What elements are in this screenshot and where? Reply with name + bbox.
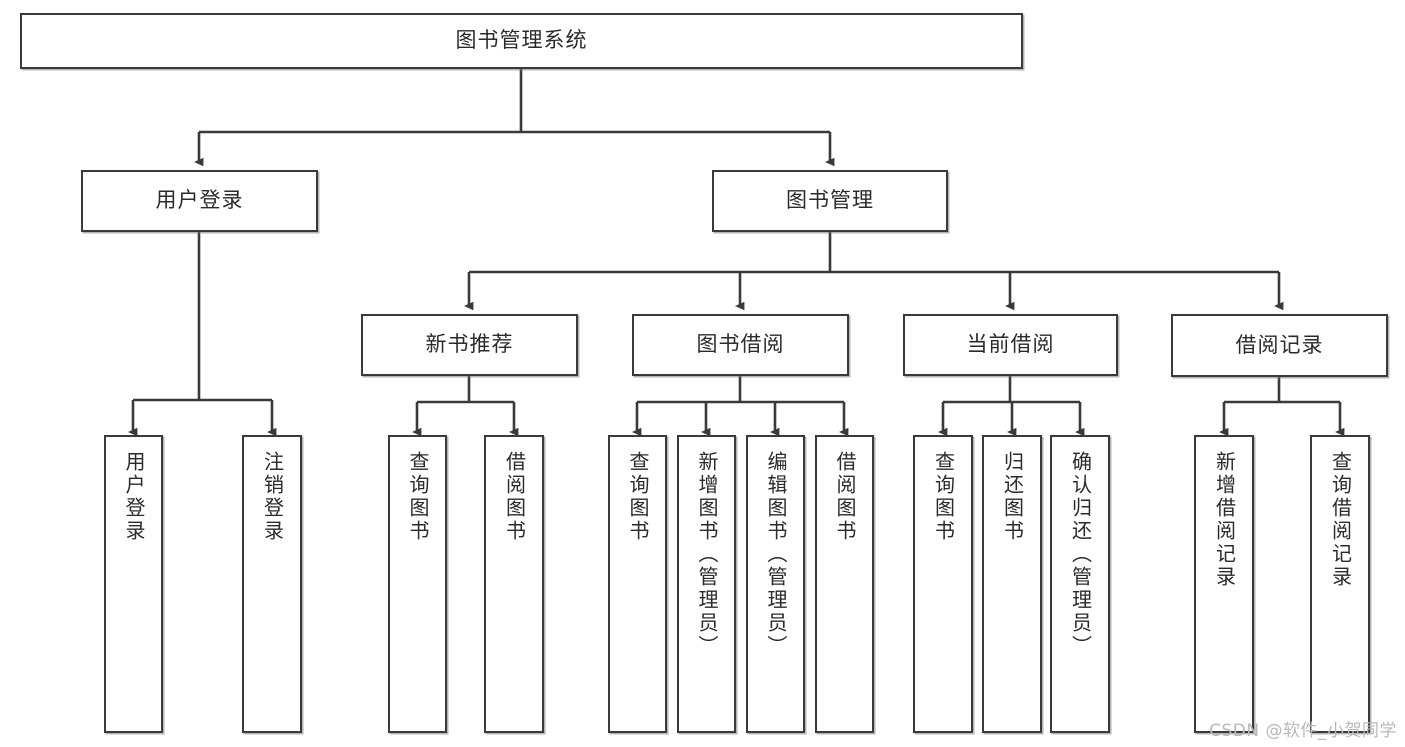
node-borrow-record[interactable]: 借阅记录 [1171, 314, 1388, 377]
node-leaf-query-book-1[interactable]: 查询图书 [388, 435, 447, 733]
node-label: 新增借阅记录 [1212, 451, 1237, 589]
node-book-borrow[interactable]: 图书借阅 [632, 314, 849, 376]
node-root-system[interactable]: 图书管理系统 [20, 13, 1023, 69]
node-current-borrow[interactable]: 当前借阅 [903, 314, 1118, 376]
node-leaf-query-record[interactable]: 查询借阅记录 [1310, 435, 1370, 733]
node-leaf-user-login[interactable]: 用户登录 [104, 435, 163, 733]
node-leaf-confirm-return[interactable]: 确认归还（管理员） [1050, 435, 1110, 733]
node-label: 新增图书（管理员） [695, 451, 719, 658]
node-label: 查询图书 [406, 451, 430, 543]
node-label: 确认归还（管理员） [1068, 451, 1093, 658]
node-label: 借阅图书 [502, 451, 527, 543]
node-leaf-return-book[interactable]: 归还图书 [982, 435, 1042, 733]
node-label: 用户登录 [155, 188, 244, 213]
node-label: 借阅记录 [1235, 332, 1324, 357]
node-leaf-add-book[interactable]: 新增图书（管理员） [677, 435, 736, 733]
node-label: 编辑图书（管理员） [764, 451, 788, 658]
node-leaf-query-book-2[interactable]: 查询图书 [608, 435, 667, 733]
node-label: 归还图书 [1000, 451, 1025, 543]
node-label: 新书推荐 [425, 332, 514, 357]
node-leaf-borrow-book-1[interactable]: 借阅图书 [484, 435, 544, 733]
node-leaf-add-record[interactable]: 新增借阅记录 [1194, 435, 1254, 733]
node-leaf-edit-book[interactable]: 编辑图书（管理员） [746, 435, 805, 733]
node-new-book-recommend[interactable]: 新书推荐 [361, 314, 578, 376]
node-label: 图书借阅 [696, 332, 785, 357]
node-label: 借阅图书 [833, 451, 857, 543]
node-label: 查询借阅记录 [1328, 451, 1353, 589]
csdn-watermark: CSDN @软件_小贺同学 [1209, 721, 1397, 741]
node-leaf-query-book-3[interactable]: 查询图书 [913, 435, 973, 733]
node-label: 用户登录 [122, 451, 146, 543]
node-label: 查询图书 [626, 451, 650, 543]
node-label: 图书管理 [786, 188, 874, 213]
node-book-manage[interactable]: 图书管理 [712, 170, 948, 232]
node-leaf-logout-login[interactable]: 注销登录 [242, 435, 302, 733]
node-label: 当前借阅 [966, 332, 1055, 357]
node-label: 注销登录 [260, 451, 285, 543]
node-user-login[interactable]: 用户登录 [81, 170, 318, 232]
node-label: 查询图书 [931, 451, 956, 543]
node-leaf-borrow-book-2[interactable]: 借阅图书 [815, 435, 874, 733]
node-label: 图书管理系统 [455, 28, 588, 53]
